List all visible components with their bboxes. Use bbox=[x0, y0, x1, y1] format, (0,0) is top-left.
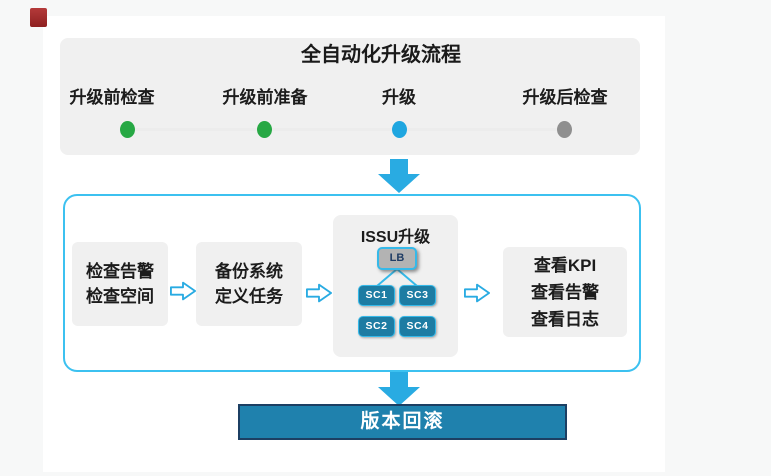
stage-label-precheck: 升级前检查 bbox=[69, 88, 155, 107]
step-text-line: 检查告警 bbox=[86, 262, 154, 281]
node-sc4: SC4 bbox=[399, 316, 436, 337]
node-sc2: SC2 bbox=[358, 316, 395, 337]
flow-arrow-icon bbox=[306, 283, 332, 303]
stage-dot-postcheck bbox=[557, 121, 572, 138]
node-sc3: SC3 bbox=[399, 285, 436, 306]
issu-topology-lines bbox=[376, 268, 418, 287]
node-sc1: SC1 bbox=[358, 285, 395, 306]
issu-title: ISSU升级 bbox=[360, 229, 431, 246]
flow-step-check: 检查告警 检查空间 bbox=[72, 242, 168, 326]
red-indicator-icon bbox=[30, 8, 47, 27]
timeline-connector-line bbox=[127, 128, 565, 131]
step-text-line: 查看告警 bbox=[531, 283, 599, 302]
step-text-line: 备份系统 bbox=[215, 262, 283, 281]
stage-dot-prepare bbox=[257, 121, 272, 138]
stage-label-upgrade: 升级 bbox=[382, 88, 416, 107]
flow-step-backup: 备份系统 定义任务 bbox=[196, 242, 302, 326]
down-arrow-icon bbox=[378, 159, 420, 193]
flow-step-verify: 查看KPI 查看告警 查看日志 bbox=[503, 247, 627, 337]
process-banner bbox=[60, 38, 640, 155]
stage-label-postcheck: 升级后检查 bbox=[522, 88, 608, 107]
step-text-line: 定义任务 bbox=[215, 287, 283, 306]
flow-step-issu: ISSU升级 LB SC1 SC3 SC2 SC4 bbox=[333, 215, 458, 357]
stage-label-prepare: 升级前准备 bbox=[222, 88, 308, 107]
step-text-line: 查看日志 bbox=[531, 310, 599, 329]
stage-dot-upgrade bbox=[392, 121, 407, 138]
flow-arrow-icon bbox=[170, 281, 196, 301]
step-text-line: 检查空间 bbox=[86, 287, 154, 306]
flow-arrow-icon bbox=[464, 283, 490, 303]
page-title: 全自动化升级流程 bbox=[301, 44, 461, 66]
rollback-banner: 版本回滚 bbox=[238, 404, 567, 440]
stage-dot-precheck bbox=[120, 121, 135, 138]
node-lb: LB bbox=[377, 247, 417, 270]
down-arrow-icon bbox=[378, 372, 420, 406]
step-text-line: 查看KPI bbox=[533, 256, 597, 275]
